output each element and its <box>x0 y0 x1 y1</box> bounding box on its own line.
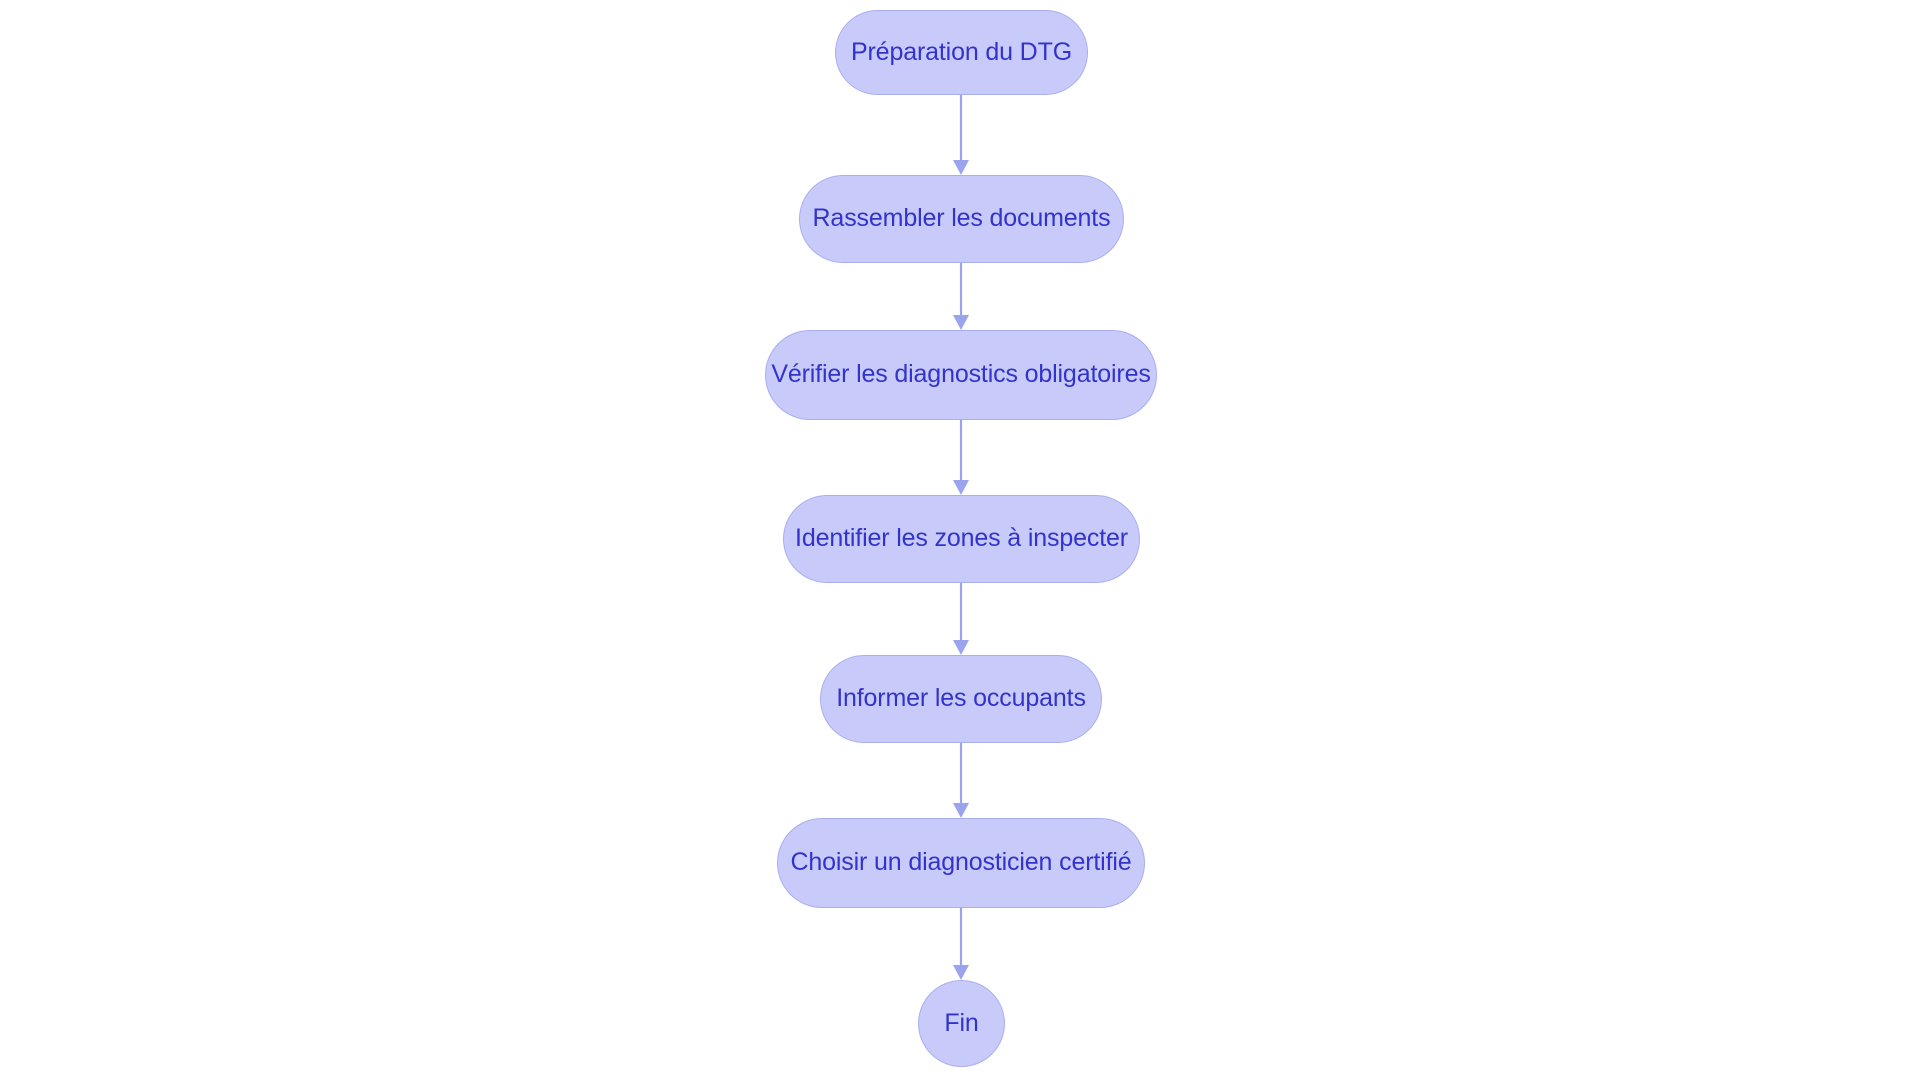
flow-node-label: Informer les occupants <box>836 684 1086 713</box>
flow-node-label: Identifier les zones à inspecter <box>795 524 1128 553</box>
flow-node-label: Choisir un diagnosticien certifié <box>790 848 1132 877</box>
flow-node-label: Rassembler les documents <box>812 204 1111 233</box>
flow-node-n5[interactable]: Informer les occupants <box>820 655 1102 743</box>
flow-connector <box>953 95 969 175</box>
flow-node-n1[interactable]: Préparation du DTG <box>835 10 1088 95</box>
flow-node-n4[interactable]: Identifier les zones à inspecter <box>783 495 1140 583</box>
flow-node-n7[interactable]: Fin <box>918 980 1005 1067</box>
flow-connector <box>953 908 969 980</box>
flow-node-label: Fin <box>944 1008 979 1037</box>
connector-arrowhead-icon <box>953 640 969 655</box>
connector-arrowhead-icon <box>953 965 969 980</box>
flow-node-label: Préparation du DTG <box>850 37 1073 66</box>
flow-connector <box>953 583 969 655</box>
flow-node-n2[interactable]: Rassembler les documents <box>799 175 1124 263</box>
flow-connector <box>953 743 969 818</box>
connector-arrowhead-icon <box>953 160 969 175</box>
connector-arrowhead-icon <box>953 480 969 495</box>
connector-arrowhead-icon <box>953 315 969 330</box>
flow-node-label: Vérifier les diagnostics obligatoires <box>771 360 1151 389</box>
flow-node-n3[interactable]: Vérifier les diagnostics obligatoires <box>765 330 1157 420</box>
flow-connector <box>953 420 969 495</box>
flow-node-n6[interactable]: Choisir un diagnosticien certifié <box>777 818 1145 908</box>
connector-arrowhead-icon <box>953 803 969 818</box>
flow-connector <box>953 263 969 330</box>
